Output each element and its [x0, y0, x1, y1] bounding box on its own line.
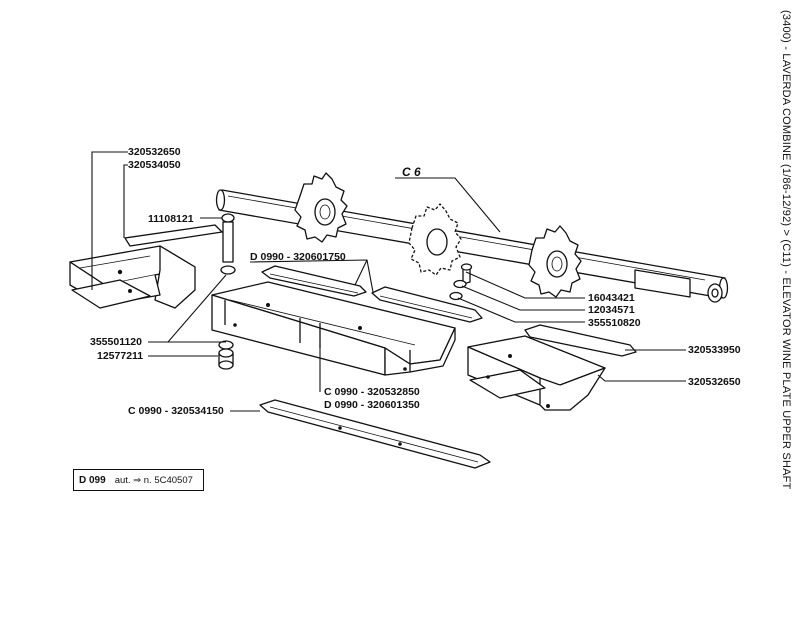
page-title: (3400) - LAVERDA COMBINE (1/86-12/92) > … — [780, 10, 792, 490]
part-label: 16043421 — [588, 292, 635, 304]
sprocket-middle — [408, 203, 462, 276]
sprocket-right — [528, 225, 582, 298]
small-bolt-washers — [449, 263, 473, 301]
part-label: D 0990 - 320601350 — [324, 399, 420, 411]
part-label: D 0990 - 320601750 — [250, 251, 346, 263]
part-label: 320532650 — [128, 146, 181, 158]
part-label: 11108121 — [148, 213, 194, 225]
part-label: C 0990 - 320532850 — [324, 386, 420, 398]
reference-code: D 099 — [79, 474, 106, 486]
part-label: 320534050 — [128, 159, 181, 171]
leader-lines — [91, 151, 686, 412]
group-label-c6: C 6 — [395, 165, 501, 233]
part-label: 355501120 — [90, 336, 142, 348]
part-label: 320533950 — [688, 344, 741, 356]
left-bracket — [69, 224, 223, 309]
part-label: 355510820 — [588, 317, 641, 329]
part-label: 12034571 — [588, 304, 635, 316]
part-label: C 0990 - 320534150 — [128, 405, 224, 417]
center-channel — [211, 281, 456, 376]
reference-box: D 099 aut. ⇒ n. 5C40507 — [73, 469, 204, 491]
part-labels: 320532650 320534050 11108121 D 0990 - 32… — [90, 146, 741, 417]
upper-shaft — [215, 189, 729, 303]
left-bolt-stack — [218, 213, 236, 370]
right-bracket — [467, 324, 637, 411]
reference-note: aut. ⇒ n. 5C40507 — [114, 474, 193, 486]
upper-strips — [261, 265, 483, 323]
side-title: (3400) - LAVERDA COMBINE (1/86-12/92) > … — [778, 10, 792, 520]
part-label: 320532650 — [688, 376, 741, 388]
sprocket-left — [294, 172, 348, 243]
group-label-text: C 6 — [402, 165, 421, 179]
bottom-plate — [259, 399, 491, 469]
part-label: 12577211 — [97, 350, 143, 362]
